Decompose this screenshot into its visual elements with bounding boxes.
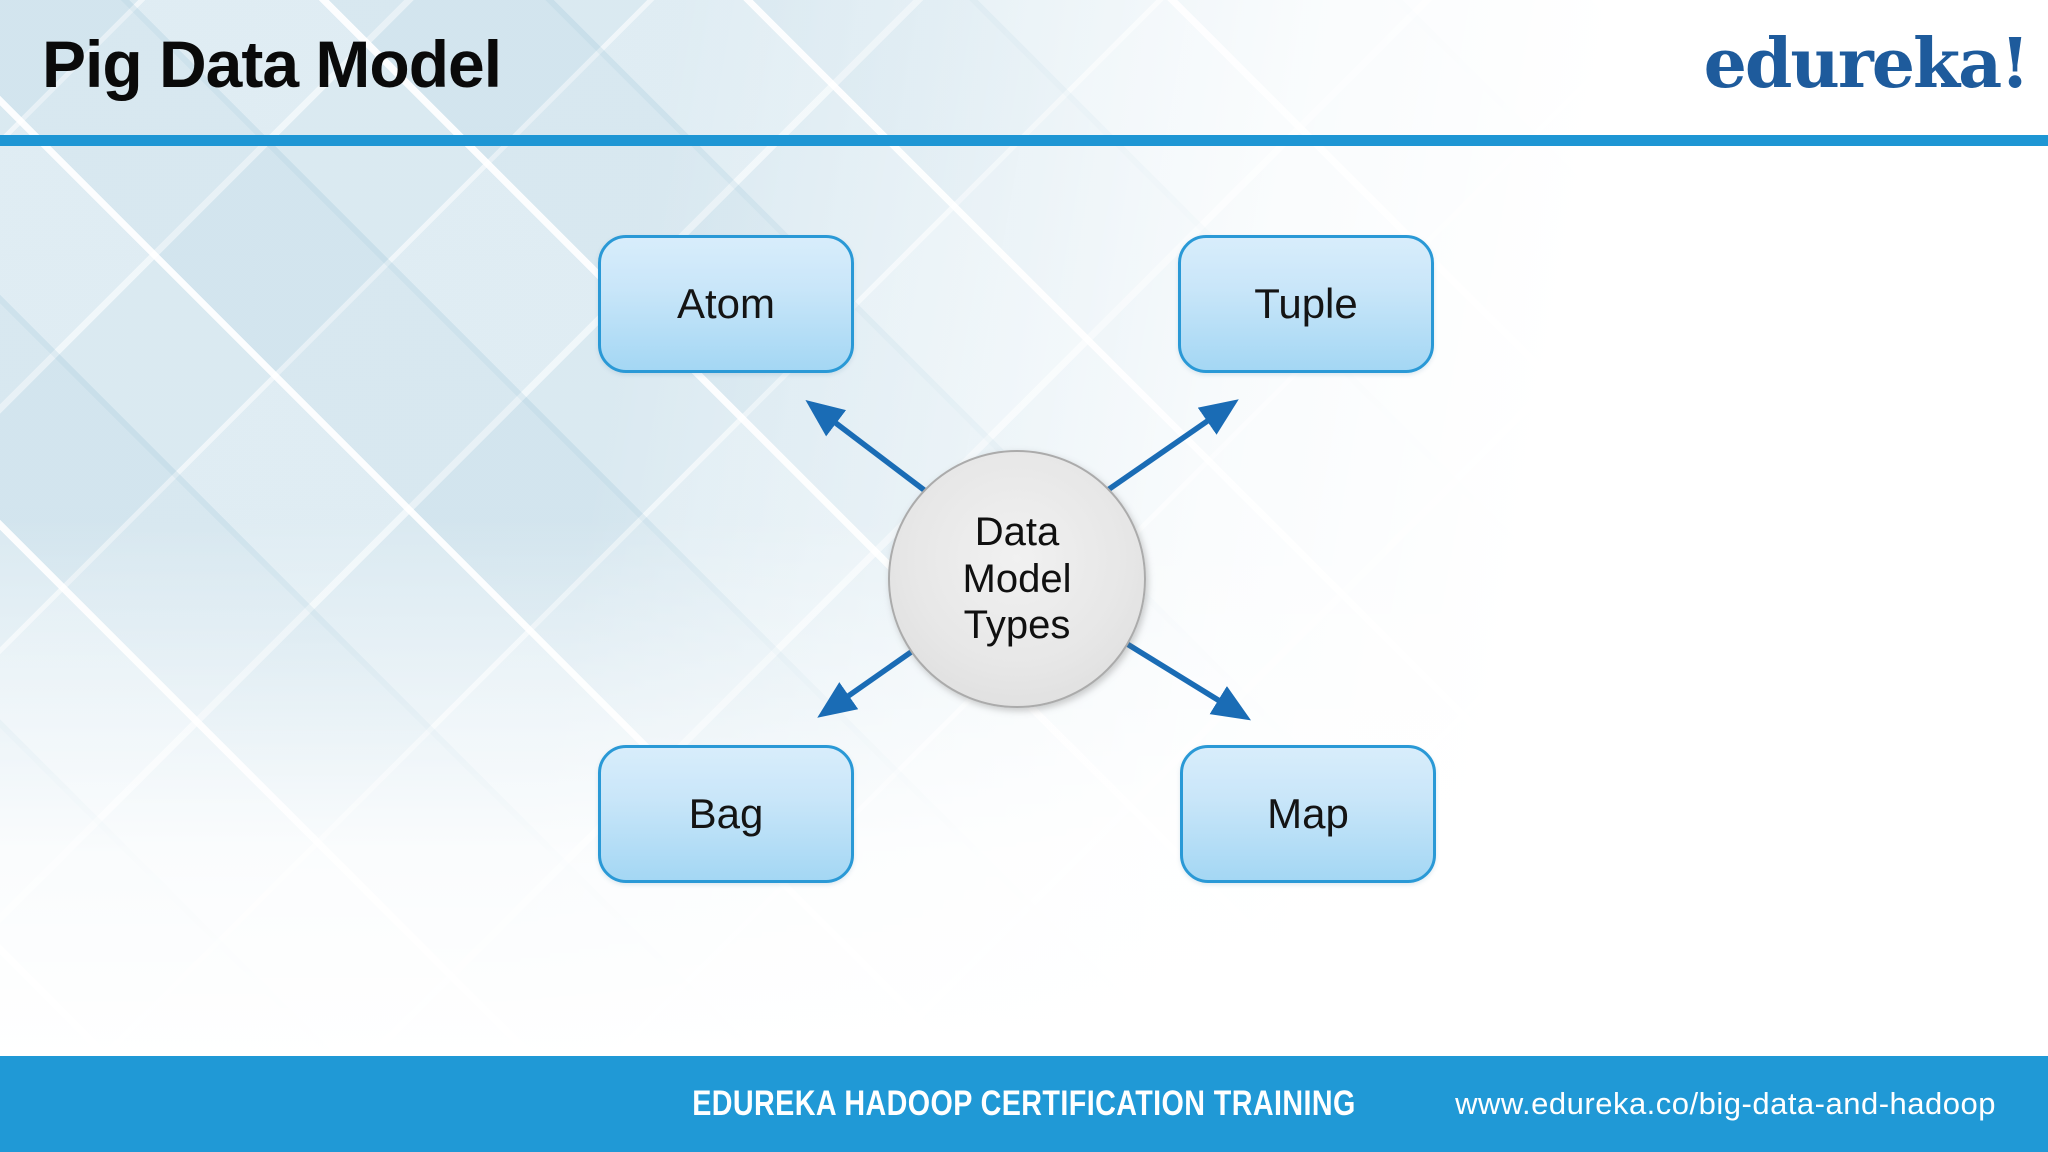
node-atom: Atom: [598, 235, 854, 373]
page-title: Pig Data Model: [42, 27, 502, 101]
arrow-to-atom: [805, 400, 934, 499]
node-bag-label: Bag: [688, 790, 764, 837]
header-divider-line: [0, 135, 2048, 146]
node-atom-label: Atom: [676, 280, 776, 327]
footer-url-text: www.edureka.co/big-data-and-hadoop: [1455, 1086, 1996, 1121]
center-node-data-model-types: Data Model Types: [888, 450, 1146, 708]
edureka-logo: edureka!: [1703, 24, 2030, 104]
arrow-to-tuple: [1100, 399, 1239, 497]
node-map-label: Map: [1267, 790, 1349, 837]
arrow-to-map: [1122, 639, 1252, 721]
node-map: Map: [1180, 745, 1436, 883]
node-tuple: Tuple: [1178, 235, 1434, 373]
node-bag: Bag: [598, 745, 854, 883]
center-node-label: Data Model Types: [962, 509, 1072, 648]
arrow-to-bag: [817, 647, 916, 718]
node-tuple-label: Tuple: [1254, 280, 1358, 327]
footer-bar: EDUREKA HADOOP CERTIFICATION TRAINING ww…: [0, 1056, 2048, 1152]
footer-training-text: EDUREKA HADOOP CERTIFICATION TRAINING: [692, 1084, 1356, 1123]
